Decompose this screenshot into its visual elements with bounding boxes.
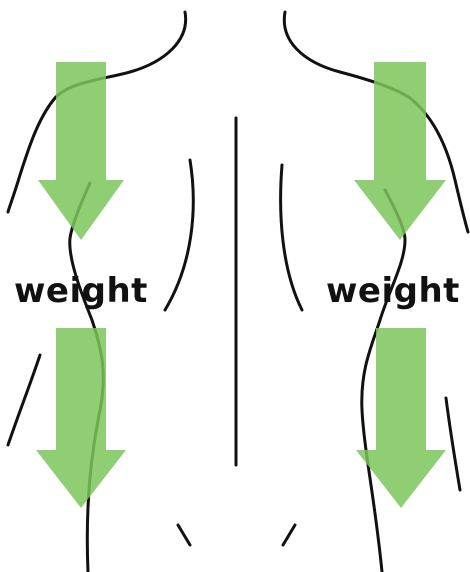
down-arrow-upper-left xyxy=(38,62,124,240)
down-arrow-upper-right xyxy=(354,62,446,240)
arm-line-right xyxy=(446,398,460,490)
weight-label-left: weight xyxy=(14,274,148,308)
lower-back-mark-left xyxy=(178,525,190,545)
down-arrow-lower-left xyxy=(36,328,126,508)
shoulder-blade-left xyxy=(165,160,193,310)
back-contour-left xyxy=(8,98,55,212)
shoulder-blade-right xyxy=(281,165,302,310)
arm-line-left xyxy=(8,355,40,445)
lower-back-mark-right xyxy=(283,525,295,545)
weight-label-right: weight xyxy=(326,274,460,308)
